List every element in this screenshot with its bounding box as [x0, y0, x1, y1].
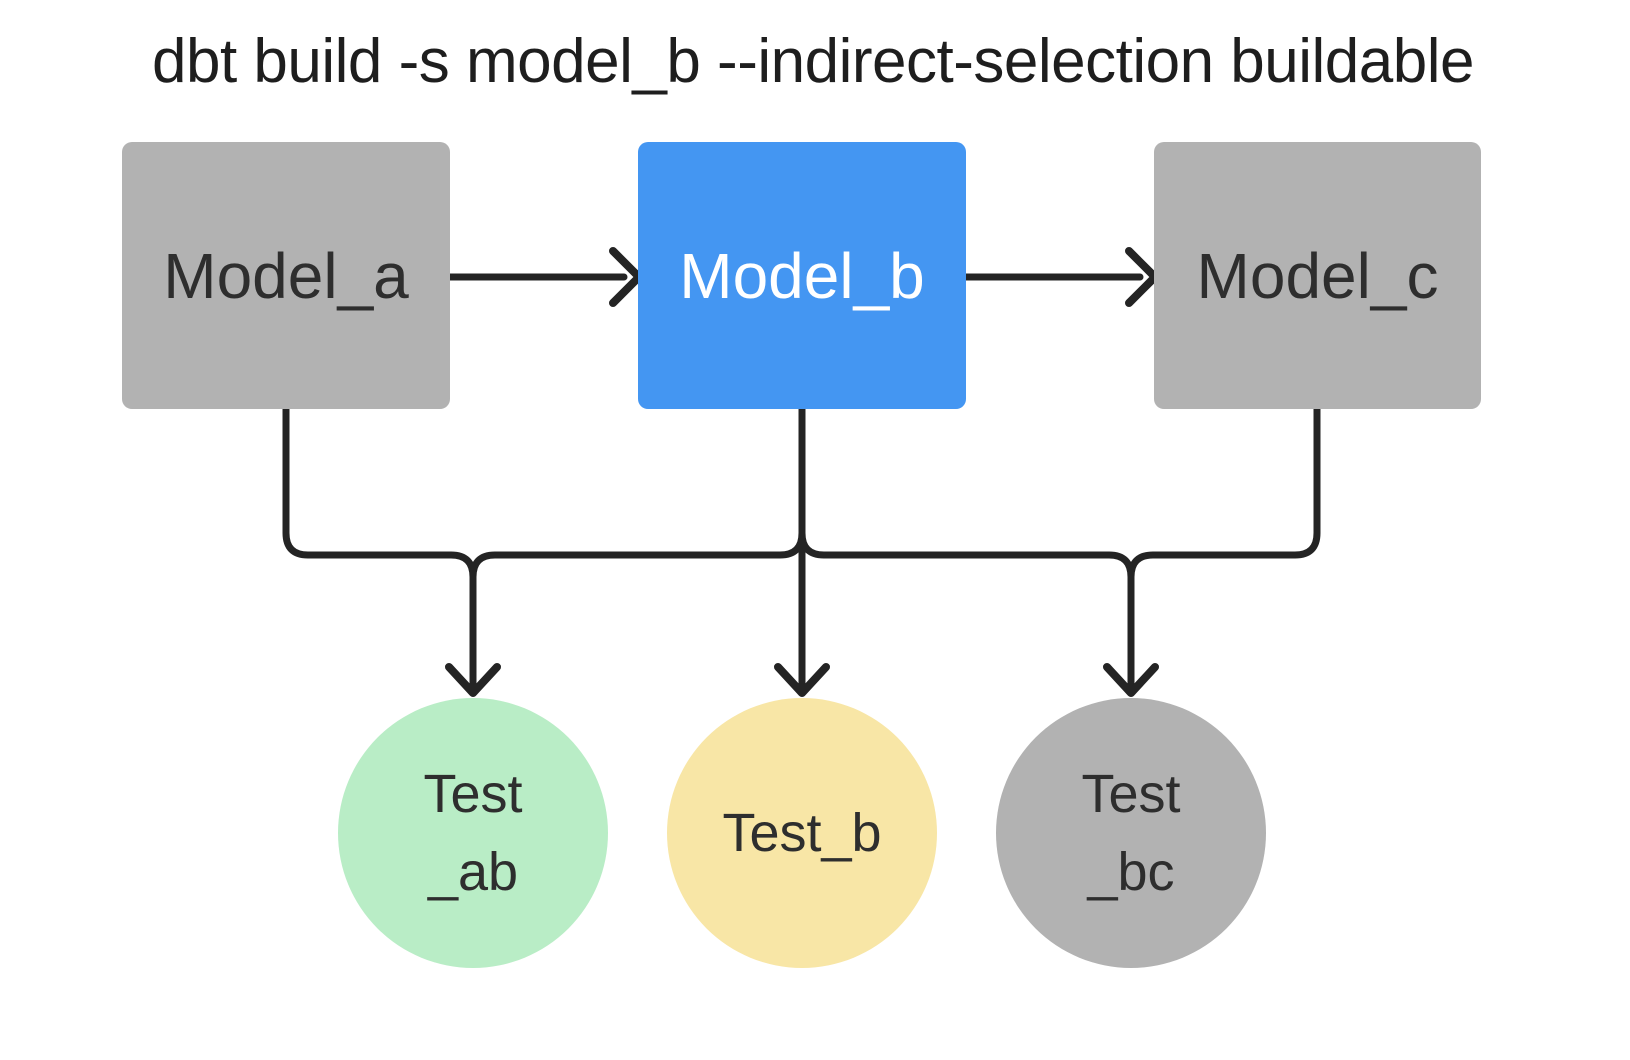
diagram-title: dbt build -s model_b --indirect-selectio… — [152, 27, 1475, 96]
test-ab-node: Test _ab — [338, 698, 608, 968]
model-c-node: Model_c — [1154, 142, 1481, 409]
test-b-node: Test_b — [667, 698, 937, 968]
arrowhead-down-icon — [445, 663, 501, 697]
test-b-label: Test_b — [722, 803, 882, 863]
model-b-node: Model_b — [638, 142, 966, 409]
test-bc-node: Test _bc — [996, 698, 1266, 968]
edge-model-b-to-test-bc — [798, 404, 1135, 690]
edge-model-b-to-test-ab — [469, 404, 806, 690]
test-bc-label-line2: _bc — [1087, 842, 1175, 902]
edge-model-a-to-test-ab — [282, 404, 477, 690]
model-a-node: Model_a — [122, 142, 450, 409]
model-b-label: Model_b — [679, 239, 925, 312]
test-ab-label-line2: _ab — [427, 842, 519, 902]
test-bc-label-line1: Test — [1081, 764, 1181, 824]
model-c-label: Model_c — [1196, 239, 1439, 312]
edge-model-c-to-test-bc — [1127, 404, 1321, 690]
test-ab-label-line1: Test — [423, 764, 523, 824]
arrowhead-down-icon — [1103, 663, 1159, 697]
model-a-label: Model_a — [163, 239, 409, 312]
arrowhead-down-icon — [774, 663, 830, 697]
